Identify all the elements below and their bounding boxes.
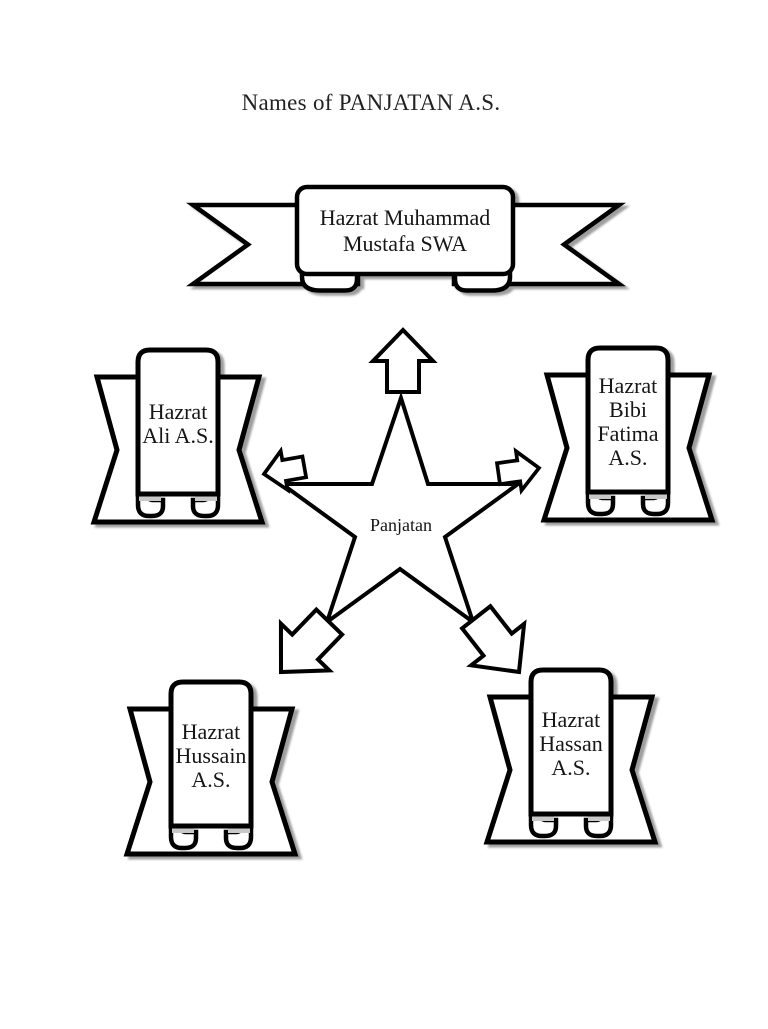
ribbon-center-panel (294, 184, 516, 277)
top-banner-label: Hazrat Muhammad Mustafa SWA (319, 204, 491, 256)
top-banner: Hazrat Muhammad Mustafa SWA (186, 183, 626, 295)
vertical-scroll-shape (483, 667, 659, 845)
banner-hussain: Hazrat Hussain A.S. (121, 678, 301, 858)
banner-ali: Hazrat Ali A.S. (88, 346, 268, 526)
scroll-left-curl-shade (139, 493, 161, 501)
page-title: Names of PANJATAN A.S. (241, 90, 501, 115)
vertical-scroll-shape (123, 679, 299, 857)
right-arrow (493, 446, 544, 496)
horizontal-ribbon-shape (186, 184, 626, 293)
banner-label: Hazrat Hassan A.S. (539, 707, 603, 780)
banner-label: Hazrat Ali A.S. (142, 399, 214, 448)
banner-label: Hazrat Bibi Fatima A.S. (597, 373, 659, 470)
vertical-scroll-shape (540, 345, 716, 523)
banner-fatima: Hazrat Bibi Fatima A.S. (538, 344, 718, 524)
up-arrow (371, 328, 435, 394)
panjatan-label: Panjatan (370, 514, 432, 535)
vertical-scroll-shape (90, 347, 266, 525)
scroll-body (135, 347, 221, 497)
banner-hassan: Hazrat Hassan A.S. (481, 666, 661, 846)
banner-label: Hazrat Hussain A.S. (175, 719, 247, 792)
scroll-right-curl-shade (195, 493, 217, 501)
star-shape (275, 391, 525, 628)
